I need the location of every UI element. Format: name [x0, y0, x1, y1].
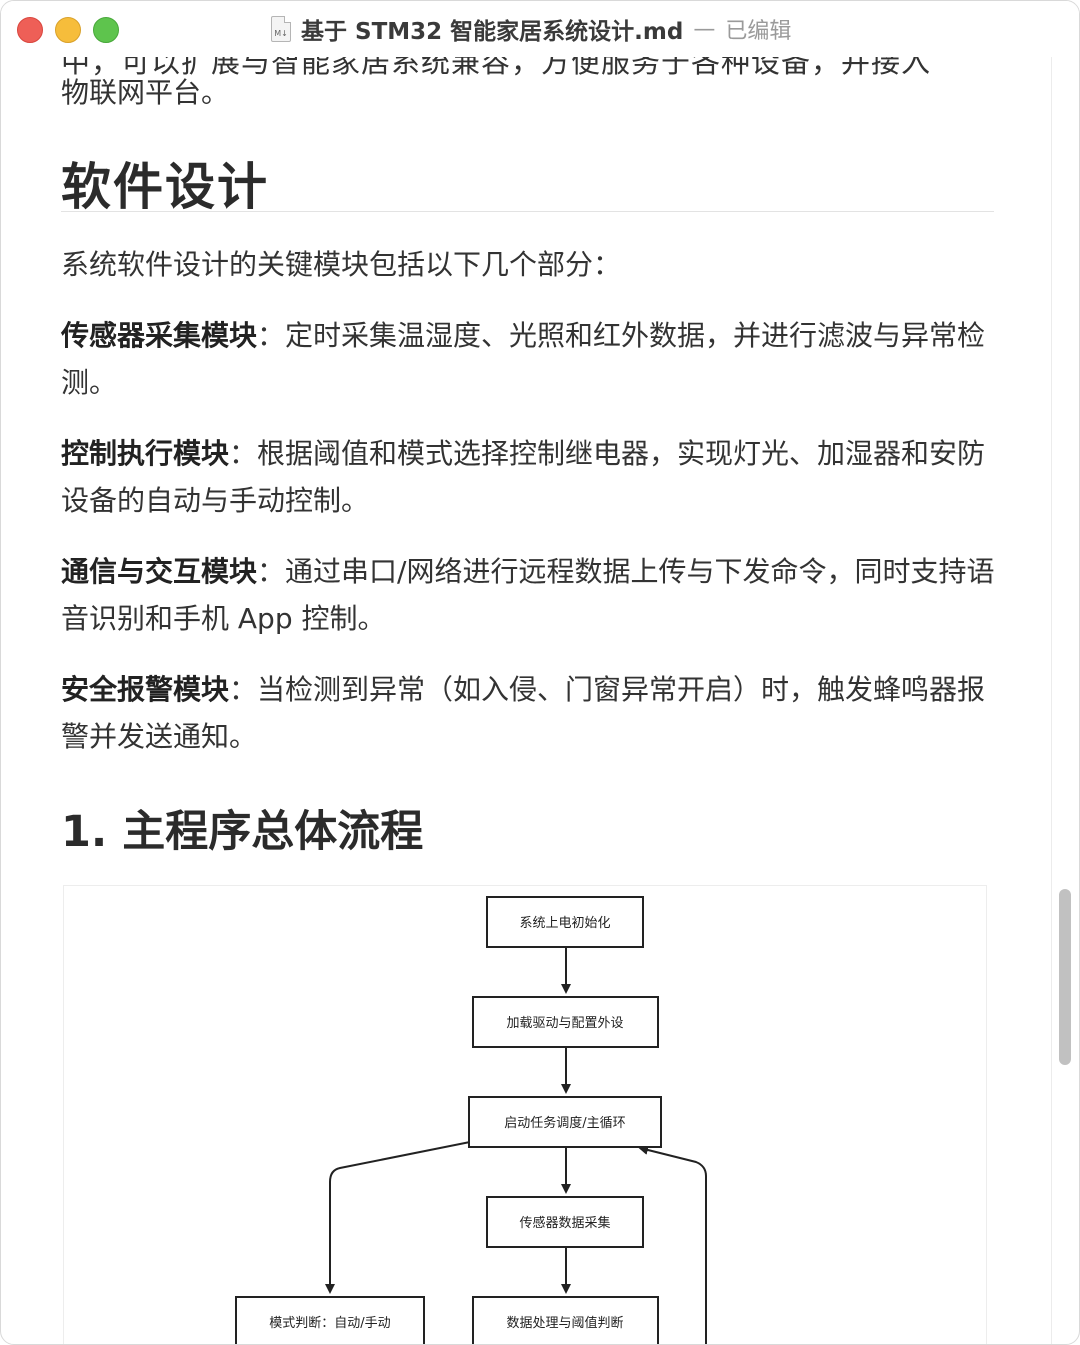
edge-loop-back	[638, 1145, 707, 1344]
module-paragraph-alarm: 安全报警模块：当检测到异常（如入侵、门窗异常开启）时，触发蜂鸣器报警并发送通知。	[61, 666, 996, 760]
vertical-scrollbar-thumb[interactable]	[1059, 889, 1071, 1065]
file-icon-label: M↓	[274, 29, 288, 38]
flow-node-load-drivers: 加载驱动与配置外设	[472, 996, 659, 1048]
scroll-track	[1051, 57, 1052, 1344]
flow-node-label: 系统上电初始化	[519, 916, 610, 931]
module-colon: ：	[257, 555, 286, 588]
flow-node-label: 模式判断：自动/手动	[269, 1316, 390, 1331]
module-desc: 定时采集温湿度、光照和红外数据，并进行滤波与异常检测。	[61, 319, 986, 399]
module-name: 控制执行模块	[61, 437, 230, 470]
intro-tail-paragraph: 物联网平台。	[61, 76, 230, 109]
module-colon: ：	[229, 673, 258, 706]
module-paragraph-control: 控制执行模块：根据阈值和模式选择控制继电器，实现灯光、加湿器和安防设备的自动与手…	[61, 430, 996, 524]
module-name: 通信与交互模块	[61, 555, 258, 588]
flow-node-label: 启动任务调度/主循环	[504, 1115, 625, 1131]
zoom-window-button[interactable]	[93, 17, 119, 43]
module-name: 安全报警模块	[61, 673, 230, 706]
flow-node-scheduler: 启动任务调度/主循环	[468, 1096, 662, 1148]
software-intro-paragraph: 系统软件设计的关键模块包括以下几个部分：	[61, 248, 622, 281]
flow-node-power-on: 系统上电初始化	[486, 896, 644, 948]
flow-node-label: 传感器数据采集	[519, 1215, 610, 1231]
module-desc: 通过串口/网络进行远程数据上传与下发命令，同时支持语音识别和手机 App 控制。	[61, 555, 995, 635]
main-flow-heading: 1. 主程序总体流程	[61, 807, 424, 857]
flowchart-image: 系统上电初始化 加载驱动与配置外设 启动任务调度/主循环 传感器数据采集 模式判…	[63, 885, 987, 1344]
flowchart-svg: 系统上电初始化 加载驱动与配置外设 启动任务调度/主循环 传感器数据采集 模式判…	[235, 896, 707, 1344]
module-colon: ：	[257, 319, 286, 352]
flow-node-label: 数据处理与阈值判断	[506, 1315, 623, 1331]
flow-node-sensor-collect: 传感器数据采集	[486, 1196, 644, 1248]
module-colon: ：	[229, 437, 258, 470]
minimize-window-button[interactable]	[55, 17, 81, 43]
edge-scheduler-to-mode	[325, 1141, 471, 1294]
software-design-heading: 软件设计	[61, 158, 269, 216]
heading-divider	[61, 211, 994, 212]
module-name: 传感器采集模块	[61, 319, 258, 352]
title-bar: M↓ 基于 STM32 智能家居系统设计.md — 已编辑	[1, 1, 1079, 57]
module-desc: 当检测到异常（如入侵、门窗异常开启）时，触发蜂鸣器报警并发送通知。	[61, 673, 986, 753]
module-desc: 根据阈值和模式选择控制继电器，实现灯光、加湿器和安防设备的自动与手动控制。	[61, 437, 986, 517]
module-paragraph-communication: 通信与交互模块：通过串口/网络进行远程数据上传与下发命令，同时支持语音识别和手机…	[61, 548, 996, 642]
edited-status: 已编辑	[725, 19, 792, 44]
close-window-button[interactable]	[17, 17, 43, 43]
file-title: 基于 STM32 智能家居系统设计.md	[301, 19, 684, 45]
flow-node-mode-judge: 模式判断：自动/手动	[235, 1296, 425, 1344]
flow-node-data-process: 数据处理与阈值判断	[472, 1296, 659, 1344]
markdown-file-icon: M↓	[271, 16, 291, 42]
window-title: M↓ 基于 STM32 智能家居系统设计.md — 已编辑	[271, 11, 791, 47]
title-separator: —	[693, 16, 716, 42]
module-paragraph-sensor: 传感器采集模块：定时采集温湿度、光照和红外数据，并进行滤波与异常检测。	[61, 312, 996, 406]
flow-node-label: 加载驱动与配置外设	[506, 1016, 623, 1031]
